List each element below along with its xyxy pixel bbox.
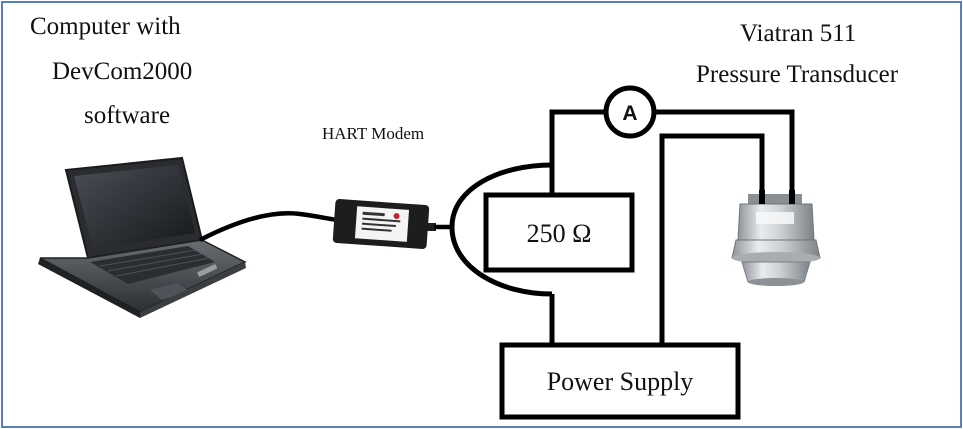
computer-label-line2: DevCom2000: [52, 58, 192, 85]
resistor-box: 250 Ω: [483, 192, 635, 273]
hart-modem-icon: [332, 199, 436, 249]
clip-lead-lower: [449, 226, 553, 297]
transducer-label-line2: Pressure Transducer: [696, 61, 899, 88]
power-supply-label: Power Supply: [547, 367, 694, 396]
loop-wire-return: [659, 133, 765, 345]
ammeter-label: A: [622, 102, 637, 125]
transducer-label-line1: Viatran 511: [740, 20, 856, 47]
laptop-icon: [38, 156, 247, 318]
usb-cable: [198, 211, 338, 243]
computer-label-line1: Computer with: [30, 13, 181, 40]
loop-wire-ammeter-to-transducer: [656, 109, 795, 198]
ammeter-icon: A: [603, 85, 657, 139]
pressure-transducer-icon: [731, 190, 821, 286]
clip-lead-upper: [449, 162, 553, 228]
computer-label-line3: software: [84, 102, 170, 129]
modem-label: HART Modem: [322, 124, 424, 143]
power-supply-box: Power Supply: [499, 342, 741, 420]
resistor-label: 250 Ω: [527, 219, 592, 248]
